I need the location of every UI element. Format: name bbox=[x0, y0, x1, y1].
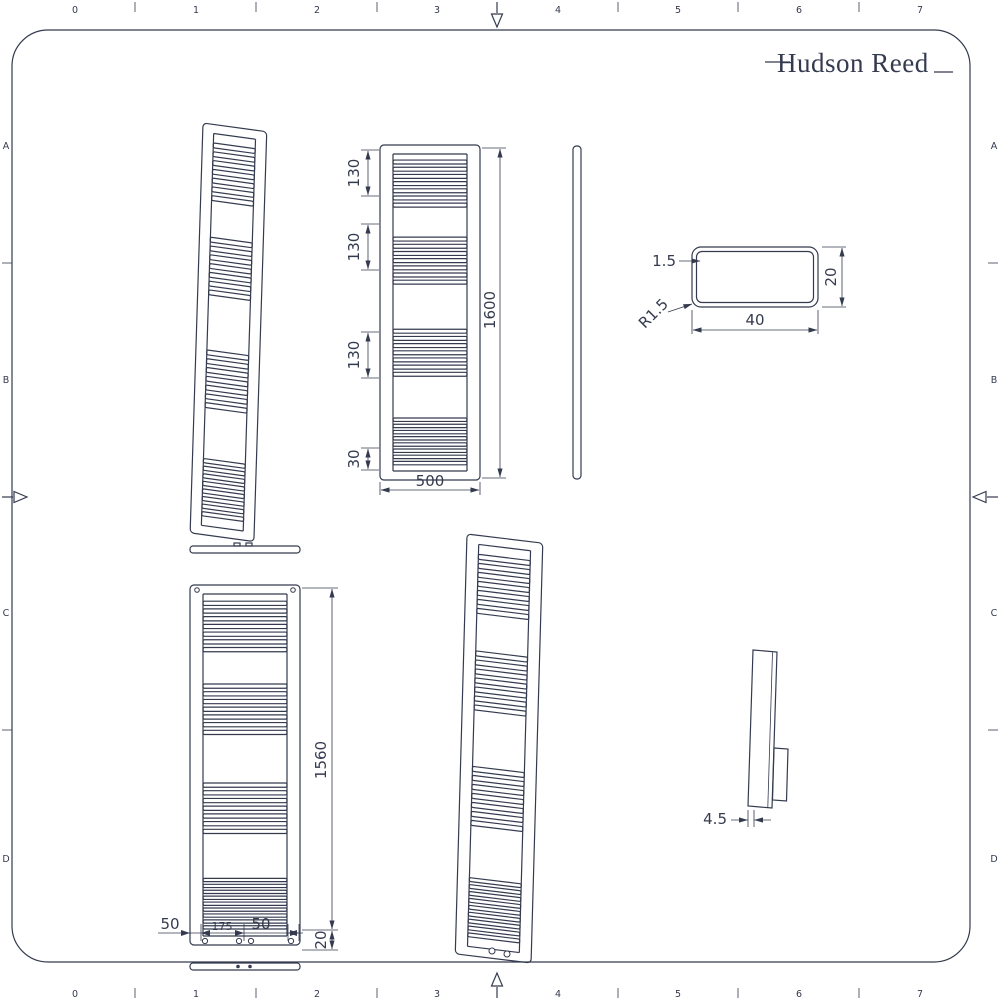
ruler-label: 5 bbox=[675, 5, 681, 16]
ruler-label: 2 bbox=[314, 989, 320, 1000]
dim-height-1600: 1600 bbox=[481, 291, 499, 329]
ruler-label: 3 bbox=[434, 5, 440, 16]
ruler-label: 7 bbox=[917, 5, 923, 16]
plan-view-bottom bbox=[189, 962, 301, 971]
brand-logo: Hudson Reed bbox=[765, 48, 953, 78]
dim-seg2: 130 bbox=[345, 233, 363, 262]
center-arrow-left-icon bbox=[13, 490, 29, 504]
ruler-label: 1 bbox=[193, 5, 199, 16]
ruler-label: 6 bbox=[796, 5, 802, 16]
dim-height-1560: 1560 bbox=[312, 741, 330, 779]
dim-tube-width: 40 bbox=[745, 311, 764, 329]
ruler-label: 3 bbox=[434, 989, 440, 1000]
fixing-hole bbox=[194, 587, 200, 593]
bracket-dims bbox=[731, 810, 771, 827]
fixing-dot bbox=[236, 964, 240, 969]
ruler-label: D bbox=[2, 854, 9, 865]
bracket-foot bbox=[235, 937, 243, 945]
ruler-label: B bbox=[991, 375, 998, 386]
dim-corner-radius: R1.5 bbox=[635, 295, 672, 332]
dim-tube-height: 20 bbox=[822, 267, 840, 286]
bracket-foot bbox=[503, 950, 511, 958]
drawing-frame bbox=[11, 29, 971, 963]
section-dims bbox=[667, 246, 846, 334]
fixing-hole bbox=[290, 587, 296, 593]
rear-view-fixings bbox=[194, 587, 296, 945]
ruler-label: A bbox=[3, 141, 10, 152]
front-dim-segments bbox=[361, 149, 379, 471]
bracket-foot bbox=[287, 937, 295, 945]
bracket-foot bbox=[488, 947, 496, 955]
rear-view bbox=[189, 584, 301, 946]
dim-bracket-right-50: 50 bbox=[251, 915, 270, 933]
ruler-top: 0 1 2 3 4 5 6 7 bbox=[72, 5, 923, 16]
center-arrow-bottom-icon bbox=[490, 971, 504, 987]
ruler-label: C bbox=[991, 608, 998, 619]
side-view bbox=[572, 145, 582, 480]
perspective-view-top-left bbox=[189, 122, 268, 542]
ruler-label: 7 bbox=[917, 989, 923, 1000]
ruler-label: D bbox=[990, 854, 997, 865]
brand-logo-text: Hudson Reed bbox=[777, 48, 929, 78]
dim-bracket-offset: 4.5 bbox=[703, 810, 727, 828]
center-arrow-top-icon bbox=[490, 13, 504, 29]
dim-seg1: 130 bbox=[345, 159, 363, 188]
bracket-foot bbox=[247, 937, 255, 945]
perspective-view-bottom bbox=[454, 533, 544, 964]
ruler-label: 4 bbox=[555, 989, 561, 1000]
ruler-bottom: 0 1 2 3 4 5 6 7 bbox=[72, 989, 923, 1000]
ruler-label: A bbox=[991, 141, 998, 152]
tube-section-view bbox=[691, 246, 819, 308]
dim-width-500: 500 bbox=[416, 472, 445, 490]
ruler-label: B bbox=[3, 375, 10, 386]
ruler-label: 4 bbox=[555, 5, 561, 16]
dim-bracket-left-50: 50 bbox=[160, 915, 179, 933]
ruler-left: A B C D bbox=[2, 141, 9, 865]
front-view bbox=[379, 144, 481, 481]
dim-seg3: 130 bbox=[345, 341, 363, 370]
ruler-right: A B C D bbox=[990, 141, 997, 865]
ruler-label: 2 bbox=[314, 5, 320, 16]
dim-seg4: 30 bbox=[345, 449, 363, 468]
bracket-side-view bbox=[747, 649, 789, 809]
ruler-label: 6 bbox=[796, 989, 802, 1000]
ruler-label: C bbox=[3, 608, 10, 619]
plan-view-top bbox=[189, 542, 301, 554]
ruler-label: 1 bbox=[193, 989, 199, 1000]
ruler-label: 0 bbox=[72, 989, 78, 1000]
front-dim-overall bbox=[379, 147, 506, 495]
dim-bottom-20: 20 bbox=[312, 930, 330, 949]
dim-wall-thickness: 1.5 bbox=[652, 252, 676, 270]
ruler-label: 0 bbox=[72, 5, 78, 16]
dim-bracket-center-175: 175 bbox=[212, 920, 233, 933]
fixing-dot bbox=[248, 964, 252, 969]
center-arrow-right-icon bbox=[971, 490, 987, 504]
rear-dims bbox=[158, 587, 338, 951]
ruler-label: 5 bbox=[675, 989, 681, 1000]
bracket-foot bbox=[201, 937, 209, 945]
